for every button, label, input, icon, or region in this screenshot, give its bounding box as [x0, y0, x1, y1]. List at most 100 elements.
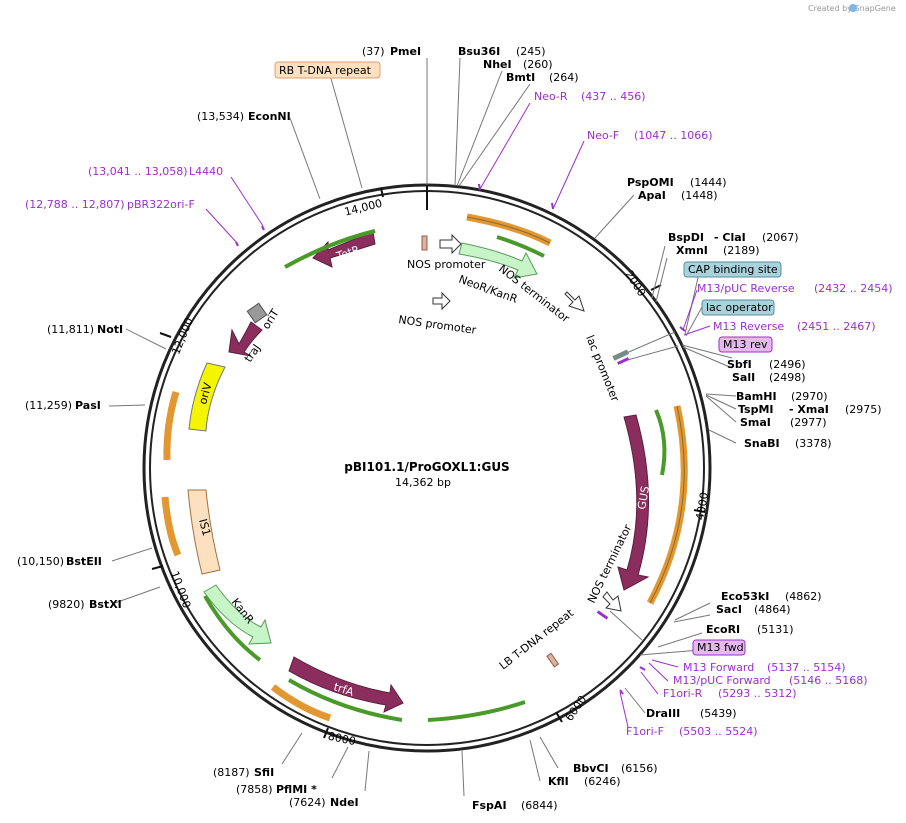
enzyme-pspOMI: PspOMI — [627, 176, 674, 189]
feature-oriv-box — [188, 362, 226, 432]
feature-trfa-arrow — [288, 656, 404, 713]
enzyme-bstXI-pos: (9820) — [48, 598, 85, 611]
primer-m13-fwd: M13 Forward — [683, 661, 754, 674]
enzyme-snaBI: SnaBI — [744, 437, 780, 450]
feature-lac-marker-2 — [617, 357, 630, 365]
feature-arc-top-orange-line — [466, 216, 551, 244]
primer-pbr322: pBR322ori-F — [127, 198, 195, 211]
enzyme-pspOMI-pos: (1444) — [690, 176, 727, 189]
feature-gus-label: GUS — [635, 485, 652, 510]
feature-cap-site-label: CAP binding site — [688, 263, 778, 276]
enzyme-ndeI: NdeI — [330, 796, 359, 809]
primer-l4440: L4440 — [189, 165, 223, 178]
enzyme-claI-pos: (2067) — [762, 231, 799, 244]
leader-lines — [108, 57, 737, 797]
enzyme-sbfI-pos: (2496) — [769, 358, 806, 371]
feature-lac-promoter-label: lac promoter — [583, 333, 622, 404]
feature-kanr-arrow — [203, 584, 272, 645]
primer-m13puc-fwd: M13/pUC Forward — [673, 674, 771, 687]
enzyme-eco53kI-pos: (4862) — [785, 590, 822, 603]
primer-m13puc-rev-pos: (2432 .. 2454) — [814, 282, 893, 295]
enzyme-pflMI: PflMI * — [276, 783, 317, 796]
feature-lac-operator-box — [701, 299, 775, 316]
enzyme-nheI-pos: (260) — [523, 58, 553, 71]
enzyme-bamHI: BamHI — [736, 390, 777, 403]
primer-m13puc-fwd-pos: (5146 .. 5168) — [789, 674, 868, 687]
enzyme-kflI: KflI — [548, 775, 569, 788]
enzyme-xmnI-pos: (2189) — [723, 244, 760, 257]
enzyme-pmeI: PmeI — [390, 45, 421, 58]
feature-arc-bottom-orange — [270, 684, 332, 722]
enzyme-sbfI: SbfI — [727, 358, 752, 371]
feature-lb-marker — [546, 652, 560, 668]
feature-m13fwd-box — [692, 639, 746, 656]
feature-nos-terminator-arrow-1 — [564, 291, 585, 312]
enzyme-pasI-pos: (11,259) — [25, 399, 72, 412]
enzyme-bmtI: BmtI — [506, 71, 535, 84]
feature-rb-marker — [421, 235, 428, 251]
feature-arc-bottom-green-2 — [287, 678, 403, 722]
tick-label-8000: 8000 — [327, 730, 357, 749]
enzyme-xmnI: XmnI — [676, 244, 708, 257]
enzyme-salI: SalI — [732, 371, 755, 384]
enzyme-notI: NotI — [97, 323, 123, 336]
feature-cap-site-box — [683, 261, 782, 278]
feature-lb-repeat-label: LB T-DNA repeat — [497, 606, 577, 672]
primer-pbr322-pos: (12,788 .. 12,807) — [25, 198, 125, 211]
primer-neoR-pos: (437 .. 456) — [581, 90, 646, 103]
primer-m13puc-rev: M13/pUC Reverse — [697, 282, 795, 295]
enzyme-ndeI-pos: (7624) — [289, 796, 326, 809]
enzyme-pflMI-pos: (7858) — [236, 783, 273, 796]
feature-arc-right-orange — [646, 405, 688, 605]
enzyme-notI-pos: (11,811) — [47, 323, 94, 336]
tick-label-14000: 14,000 — [343, 197, 384, 219]
feature-nos-promoter-arrow-1 — [439, 233, 462, 255]
feature-arc-left-orange-2 — [163, 390, 180, 461]
feature-rb-repeat-box — [274, 61, 381, 79]
feature-arc-right-green — [654, 409, 667, 476]
enzyme-draIII-pos: (5439) — [700, 707, 737, 720]
enzyme-pasI: PasI — [75, 399, 101, 412]
enzyme-bmtI-pos: (264) — [549, 71, 579, 84]
primer-marks — [235, 183, 686, 695]
enzyme-ecoRI: EcoRI — [706, 623, 740, 636]
primer-l4440-pos: (13,041 .. 13,058) — [88, 165, 188, 178]
enzyme-sfiI: SfiI — [254, 766, 274, 779]
enzyme-apaI: ApaI — [638, 189, 666, 202]
feature-rb-repeat-label: RB T-DNA repeat — [279, 64, 372, 77]
enzyme-bspDI: BspDI — [668, 231, 704, 244]
feature-is1-box — [187, 489, 221, 575]
plasmid-name: pBI101.1/ProGOXL1:GUS — [344, 460, 509, 474]
feature-nos-promoter-arrow-2 — [432, 291, 451, 311]
primer-leader-lines — [205, 102, 711, 728]
tick-label-4000: 4000 — [693, 491, 711, 521]
enzyme-bsu36I: Bsu36I — [458, 45, 500, 58]
enzyme-salI-pos: (2498) — [769, 371, 806, 384]
feature-gus-arrow — [617, 414, 650, 591]
feature-lac-operator-label: lac operator — [706, 301, 773, 314]
enzyme-bsu36I-pos: (245) — [516, 45, 546, 58]
enzyme-bstXI: BstXI — [89, 598, 122, 611]
enzyme-sacI-pos: (4864) — [754, 603, 791, 616]
enzyme-nheI: NheI — [483, 58, 512, 71]
feature-nos-promoter-label-2: NOS promoter — [398, 313, 478, 337]
feature-arc-bottom-green — [427, 700, 526, 722]
snapgene-logo-icon — [849, 4, 857, 12]
primer-neoR: Neo-R — [534, 90, 568, 103]
enzyme-smaI-pos: (2977) — [790, 416, 827, 429]
feature-lac-right-marker — [596, 610, 609, 620]
enzyme-bbvCI-pos: (6156) — [621, 762, 658, 775]
enzyme-sfiI-pos: (8187) — [213, 766, 250, 779]
primer-neoF: Neo-F — [587, 129, 619, 142]
enzyme-xmaI: - XmaI — [789, 403, 829, 416]
enzyme-xmaI-pos: (2975) — [845, 403, 882, 416]
feature-lac-marker — [612, 349, 630, 361]
feature-orit-box — [246, 302, 268, 324]
enzyme-ecoNI: EconNI — [248, 110, 291, 123]
plasmid-size: 14,362 bp — [395, 476, 451, 489]
enzyme-ecoRI-pos: (5131) — [757, 623, 794, 636]
primer-f1ori-f-pos: (5503 .. 5524) — [679, 725, 758, 738]
enzyme-apaI-pos: (1448) — [681, 189, 718, 202]
feature-arc-kanr-green — [203, 595, 262, 662]
enzyme-snaBI-pos: (3378) — [795, 437, 832, 450]
